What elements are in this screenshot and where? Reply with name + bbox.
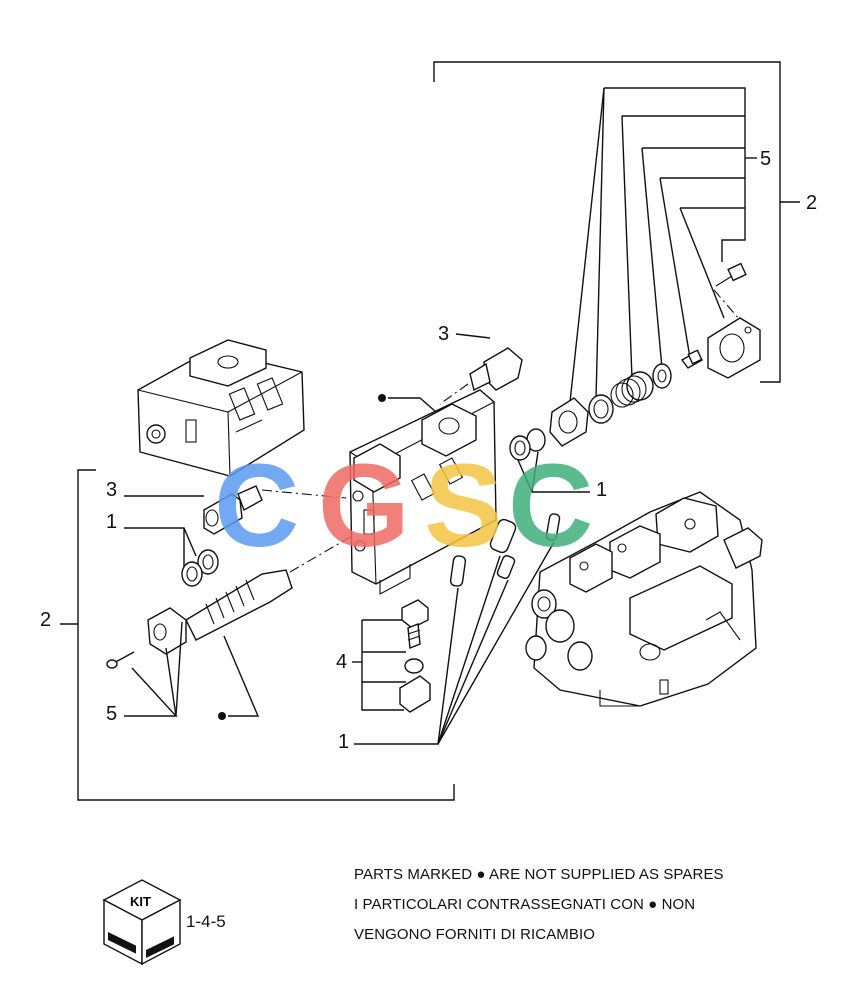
o-ring-right — [588, 394, 614, 424]
callout-3-top: 3 — [438, 323, 449, 345]
watermark-letter-g: G — [318, 440, 410, 572]
watermark-letter-s: S — [424, 440, 503, 572]
leader-callout-1-right — [517, 451, 590, 493]
bracket-group-2-right — [433, 61, 800, 383]
callout-5-left: 5 — [106, 703, 117, 725]
spool — [185, 535, 353, 641]
valve-section-body — [349, 389, 497, 595]
seal-rings-right — [509, 428, 546, 461]
callout-1-right: 1 — [596, 479, 607, 501]
bolt-top — [713, 262, 747, 321]
washer-right — [652, 363, 672, 389]
leader-callout-1-bottom — [354, 541, 555, 745]
spares-note: PARTS MARKED ● ARE NOT SUPPLIED AS SPARE… — [354, 860, 738, 950]
flange-plate — [549, 397, 589, 447]
spool-end-cap — [106, 607, 187, 669]
assembled-control-valve — [525, 491, 763, 707]
note-line-3: VENGONO FORNITI DI RICAMBIO — [354, 926, 596, 943]
callout-1-bottom: 1 — [338, 731, 349, 753]
callout-2-right: 2 — [806, 192, 817, 214]
leader-callout-5-left — [124, 621, 183, 717]
valve-section-block-upper-left — [137, 339, 305, 477]
bullet-marker-top — [378, 394, 437, 413]
relief-plug-assembly — [352, 599, 431, 713]
seals-bottom — [449, 513, 561, 587]
bracket-callout-5-right — [569, 87, 757, 403]
end-cover — [707, 317, 761, 379]
callout-5-right: 5 — [760, 148, 771, 170]
note-line-2: I PARTICOLARI CONTRASSEGNATI CON ● NON — [354, 896, 696, 913]
bracket-group-2-left — [60, 469, 455, 801]
kit-label: KIT — [130, 894, 151, 909]
callout-1-left: 1 — [106, 511, 117, 533]
pressure-sensor-top — [439, 333, 523, 405]
small-screw — [680, 349, 704, 369]
watermark-cgsc: C G S C — [214, 440, 593, 572]
o-rings-left — [124, 527, 219, 587]
bullet-marker-bottom — [218, 635, 260, 720]
pressure-sensor-left — [124, 485, 347, 535]
kit-code: 1-4-5 — [186, 912, 226, 931]
callout-4: 4 — [336, 651, 347, 673]
kit-box-icon: KIT — [102, 879, 182, 966]
note-line-1: PARTS MARKED ● ARE NOT SUPPLIED AS SPARE… — [354, 866, 724, 883]
watermark-letter-c2: C — [508, 440, 593, 572]
watermark-letter-c1: C — [214, 440, 299, 572]
spring-right — [610, 371, 654, 408]
callout-2-left: 2 — [40, 609, 51, 631]
callout-3-left: 3 — [106, 479, 117, 501]
